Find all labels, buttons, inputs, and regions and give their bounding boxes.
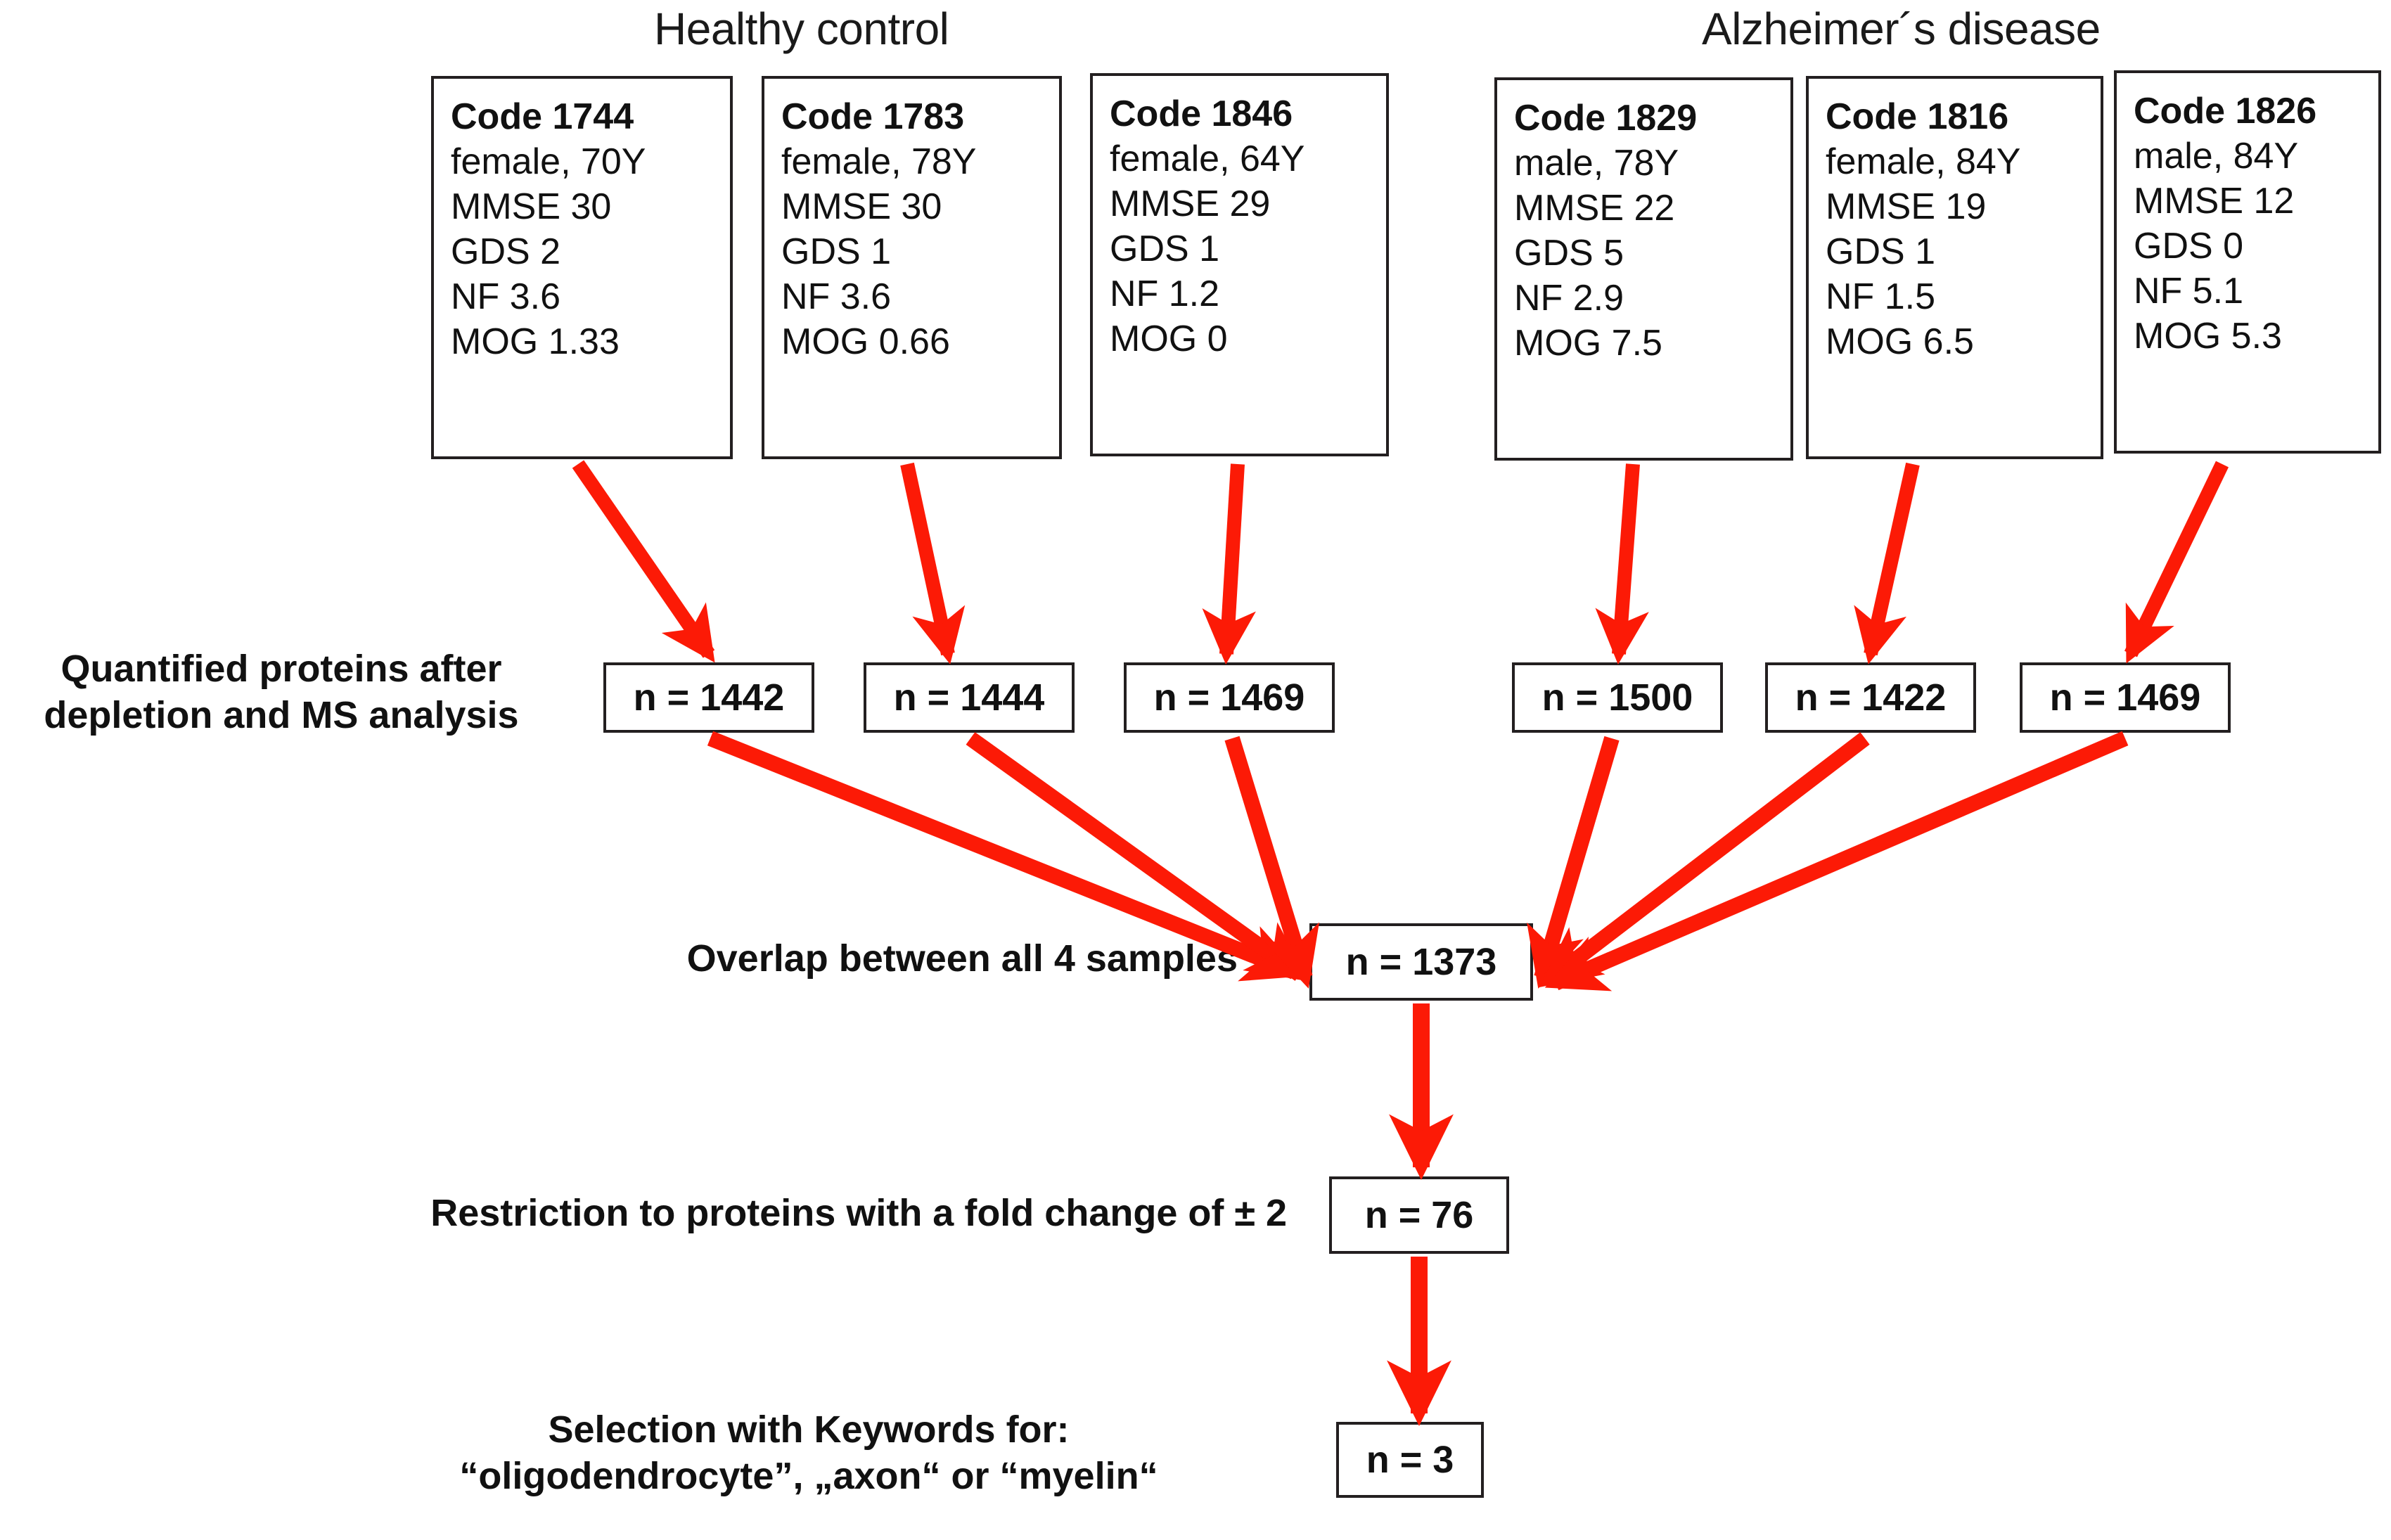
patient-gds: GDS 1 [781, 231, 892, 272]
patient-mmse: MMSE 30 [451, 186, 612, 227]
patient-code: Code 1816 [1826, 96, 2009, 137]
patient-box-1826: Code 1826 male, 84Y MMSE 12 GDS 0 NF 5.1… [2114, 70, 2381, 454]
patient-mog: MOG 7.5 [1514, 323, 1662, 364]
count-value: n = 1373 [1345, 941, 1497, 983]
patient-mmse: MMSE 19 [1826, 186, 1987, 227]
patient-mmse: MMSE 22 [1514, 188, 1675, 229]
patient-nf: NF 3.6 [451, 276, 561, 317]
count-value: n = 76 [1364, 1194, 1474, 1236]
count-box-fold-change: n = 76 [1329, 1176, 1509, 1254]
count-value: n = 1444 [893, 676, 1045, 719]
patient-box-1783: Code 1783 female, 78Y MMSE 30 GDS 1 NF 3… [762, 76, 1062, 459]
patient-code: Code 1846 [1110, 94, 1293, 134]
patient-mmse: MMSE 29 [1110, 184, 1271, 224]
patient-mmse: MMSE 12 [2134, 181, 2295, 222]
patient-demographics: female, 84Y [1826, 141, 2021, 182]
patient-mog: MOG 5.3 [2134, 316, 2282, 357]
count-box-quantified-1744: n = 1442 [603, 662, 814, 733]
patient-gds: GDS 2 [451, 231, 561, 272]
stage-label-quantified-proteins: Quantified proteins after depletion and … [44, 648, 519, 736]
count-box-quantified-1846: n = 1469 [1124, 662, 1335, 733]
count-value: n = 1469 [2049, 676, 2201, 719]
patient-code: Code 1744 [451, 96, 634, 137]
patient-gds: GDS 5 [1514, 233, 1624, 274]
patient-nf: NF 5.1 [2134, 271, 2244, 312]
stage-label-keyword-selection: Selection with Keywords for: “oligodendr… [459, 1409, 1158, 1497]
count-value: n = 1469 [1153, 676, 1305, 719]
patient-gds: GDS 0 [2134, 226, 2244, 267]
patient-demographics: female, 70Y [451, 141, 646, 182]
count-box-keywords: n = 3 [1336, 1422, 1484, 1498]
patient-mmse: MMSE 30 [781, 186, 942, 227]
arrows-count-to-overlap-right [1527, 731, 2129, 992]
patient-code: Code 1783 [781, 96, 965, 137]
count-box-quantified-1783: n = 1444 [864, 662, 1075, 733]
stage-label-overlap: Overlap between all 4 samples [686, 937, 1238, 980]
patient-gds: GDS 1 [1826, 231, 1936, 272]
count-value: n = 1500 [1541, 676, 1693, 719]
stage-label-fold-change: Restriction to proteins with a fold chan… [430, 1192, 1287, 1234]
count-box-quantified-1826: n = 1469 [2020, 662, 2231, 733]
patient-box-1846: Code 1846 female, 64Y MMSE 29 GDS 1 NF 1… [1090, 73, 1389, 456]
patient-nf: NF 3.6 [781, 276, 892, 317]
patient-nf: NF 1.5 [1826, 276, 1936, 317]
arrows-patient-to-count [572, 460, 2229, 665]
patient-demographics: female, 64Y [1110, 139, 1305, 179]
count-box-quantified-1829: n = 1500 [1512, 662, 1723, 733]
patient-mog: MOG 6.5 [1826, 321, 1974, 362]
patient-demographics: female, 78Y [781, 141, 977, 182]
patient-demographics: male, 78Y [1514, 143, 1679, 184]
patient-box-1829: Code 1829 male, 78Y MMSE 22 GDS 5 NF 2.9… [1494, 77, 1793, 461]
patient-mog: MOG 1.33 [451, 321, 620, 362]
group-header-healthy-control: Healthy control [654, 4, 949, 54]
count-value: n = 3 [1366, 1439, 1454, 1481]
patient-demographics: male, 84Y [2134, 136, 2299, 177]
patient-nf: NF 1.2 [1110, 274, 1220, 314]
patient-nf: NF 2.9 [1514, 278, 1624, 319]
group-header-alzheimers-disease: Alzheimer´s disease [1702, 4, 2101, 54]
count-box-overlap: n = 1373 [1309, 923, 1533, 1001]
patient-box-1816: Code 1816 female, 84Y MMSE 19 GDS 1 NF 1… [1806, 76, 2103, 459]
count-value: n = 1442 [633, 676, 785, 719]
patient-code: Code 1826 [2134, 91, 2317, 131]
count-box-quantified-1816: n = 1422 [1765, 662, 1976, 733]
count-value: n = 1422 [1795, 676, 1947, 719]
patient-mog: MOG 0.66 [781, 321, 950, 362]
patient-box-1744: Code 1744 female, 70Y MMSE 30 GDS 2 NF 3… [431, 76, 733, 459]
patient-gds: GDS 1 [1110, 229, 1220, 269]
patient-mog: MOG 0 [1110, 319, 1228, 359]
patient-code: Code 1829 [1514, 98, 1698, 139]
